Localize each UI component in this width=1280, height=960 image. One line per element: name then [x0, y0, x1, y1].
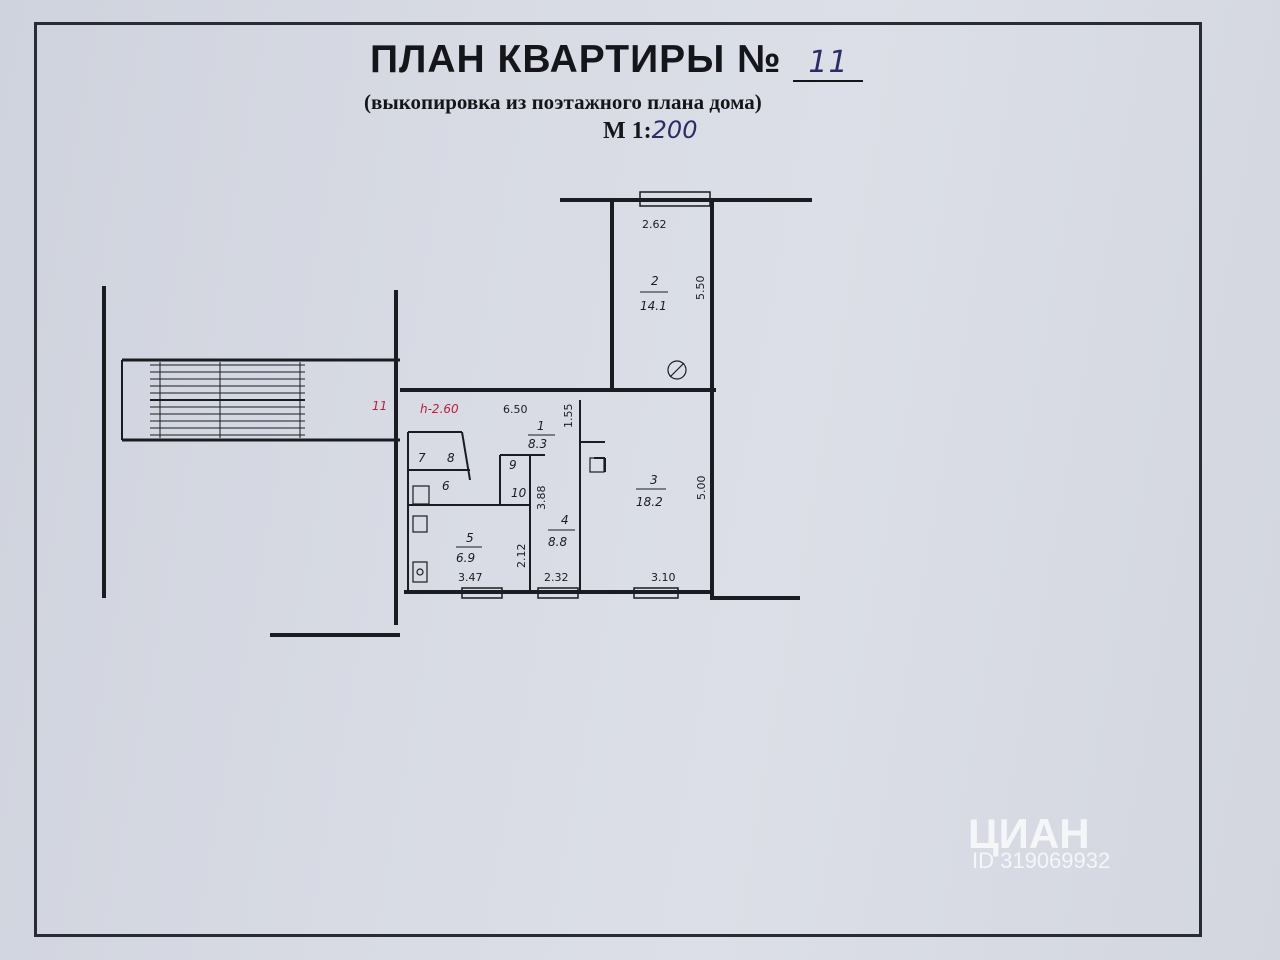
dim-room3-width: 3.10 — [651, 571, 676, 584]
room-9-number: 9 — [509, 458, 517, 472]
dim-room4-length: 3.88 — [535, 486, 548, 511]
room-1-area: 8.3 — [528, 437, 547, 451]
plan-title: ПЛАН КВАРТИРЫ № 11 — [370, 38, 864, 82]
dim-hall-width: 6.50 — [503, 403, 528, 416]
inner-walls — [407, 400, 606, 592]
room-5-area: 6.9 — [456, 551, 475, 565]
scale-value: 200 — [651, 116, 698, 144]
windows — [461, 191, 711, 599]
dim-room4-width: 2.32 — [544, 571, 569, 584]
room-5-number: 5 — [466, 531, 474, 545]
dim-room2-width: 2.62 — [642, 218, 667, 231]
apartment-number: 11 — [793, 45, 864, 82]
room-2-number: 2 — [651, 274, 659, 288]
room-10-number: 10 — [511, 486, 527, 500]
room-8-number: 8 — [447, 451, 455, 465]
room-3-area: 18.2 — [636, 495, 663, 509]
staircase — [102, 286, 400, 598]
room-3-number: 3 — [650, 473, 658, 487]
watermark-id: ID 319069932 — [972, 848, 1111, 873]
room-4-number: 4 — [561, 513, 569, 527]
entry-mark: 11 — [372, 399, 387, 413]
plan-title-text: ПЛАН КВАРТИРЫ № — [370, 38, 782, 81]
cian-watermark: ЦИАН — [968, 810, 1090, 857]
room-6-number: 6 — [442, 479, 450, 493]
plan-subtitle: (выкопировка из поэтажного плана дома) — [364, 90, 762, 114]
dim-room3-length: 5.00 — [695, 476, 708, 501]
scale-prefix: М 1: — [603, 118, 652, 144]
document-frame — [34, 22, 1202, 937]
dim-kitchen-width: 3.47 — [458, 571, 483, 584]
room-2-area: 14.1 — [640, 299, 667, 313]
fixtures — [412, 360, 687, 583]
plan-scale: М 1:200 — [603, 116, 697, 145]
room-4-area: 8.8 — [548, 535, 567, 549]
dim-room2-length: 5.50 — [694, 276, 707, 301]
room-7-number: 7 — [418, 451, 426, 465]
dim-hall-depth: 1.55 — [562, 404, 575, 429]
ceiling-height: h-2.60 — [420, 402, 459, 416]
room-1-number: 1 — [537, 419, 545, 433]
dim-kitchen-depth: 2.12 — [515, 544, 528, 569]
outer-walls — [270, 198, 812, 637]
